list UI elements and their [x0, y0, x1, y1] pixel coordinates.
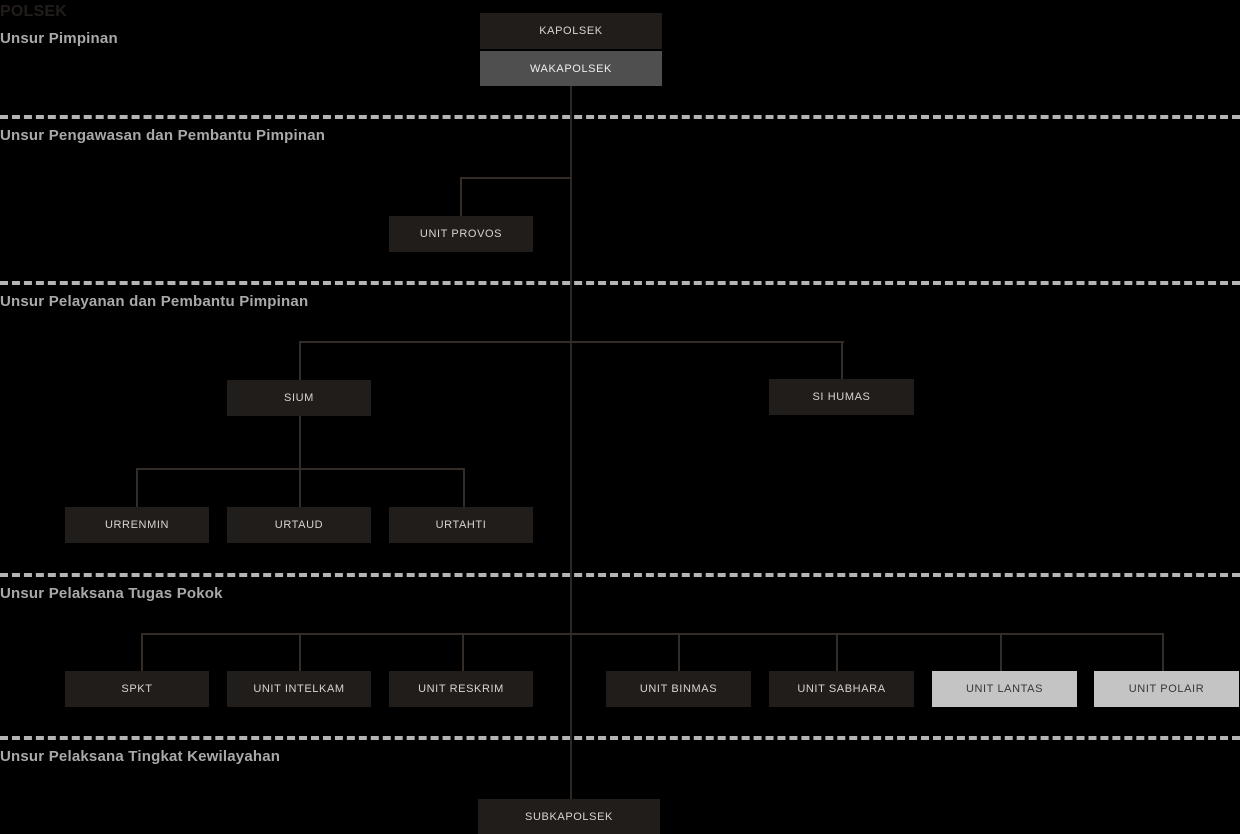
- node-kapolsek[interactable]: KAPOLSEK: [480, 13, 662, 49]
- connector-sium-vertical: [299, 341, 301, 380]
- connector-polair-vertical: [1162, 633, 1164, 671]
- node-unit-binmas[interactable]: UNIT BINMAS: [606, 671, 751, 707]
- node-sium[interactable]: SIUM: [227, 380, 371, 416]
- connector-sium-dropdown: [299, 416, 301, 469]
- node-spkt[interactable]: SPKT: [65, 671, 209, 707]
- node-sium-label: SIUM: [284, 392, 314, 404]
- node-unit-reskrim[interactable]: UNIT RESKRIM: [389, 671, 533, 707]
- node-si-humas[interactable]: SI HUMAS: [769, 379, 914, 415]
- connector-sihumas-vertical: [841, 341, 843, 380]
- node-unit-lantas-label: UNIT LANTAS: [965, 683, 1044, 695]
- node-si-humas-label: SI HUMAS: [812, 391, 871, 403]
- main-spine: [570, 86, 572, 800]
- chart-title: POLSEK: [0, 3, 67, 20]
- connector-reskrim-vertical: [462, 633, 464, 671]
- node-urrenmin[interactable]: URRENMIN: [65, 507, 209, 543]
- node-urtahti[interactable]: URTAHTI: [389, 507, 533, 543]
- node-spkt-label: SPKT: [121, 683, 153, 695]
- band-label-unsur-pelayanan: Unsur Pelayanan dan Pembantu Pimpinan: [0, 293, 309, 310]
- node-urrenmin-label: URRENMIN: [104, 519, 170, 531]
- node-unit-provos-label: UNIT PROVOS: [419, 228, 503, 240]
- band-label-unsur-pimpinan: Unsur Pimpinan: [0, 30, 118, 47]
- node-unit-polair-label: UNIT POLAIR: [1128, 683, 1205, 695]
- node-kapolsek-label: KAPOLSEK: [539, 25, 603, 37]
- divider-2: [0, 281, 1240, 285]
- connector-urrenmin-vertical: [136, 468, 138, 507]
- node-subkapolsek[interactable]: SUBKAPOLSEK: [478, 799, 660, 834]
- band-label-unsur-pengawasan: Unsur Pengawasan dan Pembantu Pimpinan: [0, 127, 326, 144]
- connector-pelaksana-horizontal: [141, 633, 1163, 635]
- connector-urtahti-vertical: [463, 468, 465, 507]
- connector-sabhara-vertical: [836, 633, 838, 671]
- node-unit-polair[interactable]: UNIT POLAIR: [1094, 671, 1239, 707]
- divider-4: [0, 736, 1240, 740]
- node-unit-reskrim-label: UNIT RESKRIM: [418, 683, 504, 695]
- node-urtahti-label: URTAHTI: [435, 519, 487, 531]
- node-unit-intelkam[interactable]: UNIT INTELKAM: [227, 671, 371, 707]
- connector-lantas-vertical: [1000, 633, 1002, 671]
- node-unit-binmas-label: UNIT BINMAS: [639, 683, 718, 695]
- node-unit-sabhara-label: UNIT SABHARA: [797, 683, 886, 695]
- connector-urtaud-vertical: [299, 468, 301, 507]
- connector-sium-humas-horizontal: [299, 341, 844, 343]
- node-urtaud[interactable]: URTAUD: [227, 507, 371, 543]
- band-label-unsur-pelaksana-kewilayahan: Unsur Pelaksana Tingkat Kewilayahan: [0, 748, 281, 765]
- divider-3: [0, 573, 1240, 577]
- node-subkapolsek-label: SUBKAPOLSEK: [525, 810, 613, 823]
- divider-1: [0, 115, 1240, 119]
- node-wakapolsek-label: WAKAPOLSEK: [529, 62, 612, 75]
- node-unit-lantas[interactable]: UNIT LANTAS: [932, 671, 1077, 707]
- band-label-unsur-pelaksana-tugas-pokok: Unsur Pelaksana Tugas Pokok: [0, 585, 223, 602]
- node-unit-intelkam-label: UNIT INTELKAM: [253, 683, 345, 695]
- connector-binmas-vertical: [678, 633, 680, 671]
- connector-provos-horizontal: [460, 177, 572, 179]
- connector-provos-vertical: [460, 177, 462, 216]
- node-unit-sabhara[interactable]: UNIT SABHARA: [769, 671, 914, 707]
- connector-intelkam-vertical: [299, 633, 301, 671]
- node-unit-provos[interactable]: UNIT PROVOS: [389, 216, 533, 252]
- node-urtaud-label: URTAUD: [274, 519, 324, 531]
- node-wakapolsek[interactable]: WAKAPOLSEK: [480, 51, 662, 86]
- connector-spkt-vertical: [141, 633, 143, 671]
